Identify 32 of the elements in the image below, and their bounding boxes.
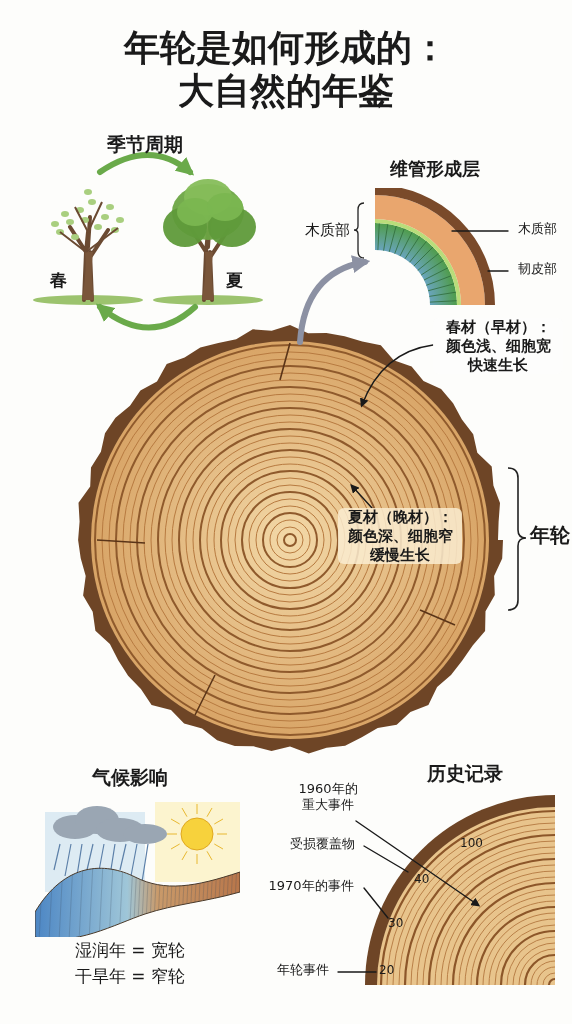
part-label: 木质部 (305, 221, 351, 240)
ring-number: 40 (414, 872, 431, 887)
title: 年轮是如何形成的：大自然的年鉴 (122, 26, 449, 113)
arrow (355, 820, 481, 907)
leader-line (487, 270, 509, 272)
bracket-label: 年轮 (530, 523, 571, 548)
legend-text: 干旱年 = 窄轮 (73, 966, 187, 988)
leader-line (337, 971, 377, 973)
section-heading: 气候影响 (91, 766, 169, 790)
leader-line (451, 230, 509, 232)
callout-text: 1960年的重大事件 (297, 781, 359, 814)
section-heading: 历史记录 (426, 762, 504, 786)
leader-line (363, 845, 409, 873)
season-label: 夏 (226, 270, 244, 292)
callout-text: 1970年的事件 (267, 878, 355, 895)
season-label: 春 (50, 270, 68, 292)
arrow (360, 344, 434, 408)
legend-text: 湿润年 = 宽轮 (73, 940, 187, 962)
arrow (95, 303, 198, 331)
section-heading: 维管形成层 (389, 158, 481, 181)
ring-number: 100 (460, 836, 484, 851)
callout-text: 木质部 (516, 221, 558, 238)
callout-text: 年轮事件 (276, 962, 330, 979)
ring-number: 30 (388, 916, 405, 931)
arrow (297, 255, 371, 345)
section-heading: 季节周期 (106, 133, 184, 157)
leader-line (363, 887, 389, 919)
annotation-text: 夏材（晚材）：颜色深、细胞窄缓慢生长 (338, 508, 462, 565)
callout-text: 韧皮部 (516, 261, 558, 278)
ring-number: 20 (379, 963, 396, 978)
callout-text: 受损覆盖物 (288, 836, 356, 853)
arrow (97, 152, 195, 176)
